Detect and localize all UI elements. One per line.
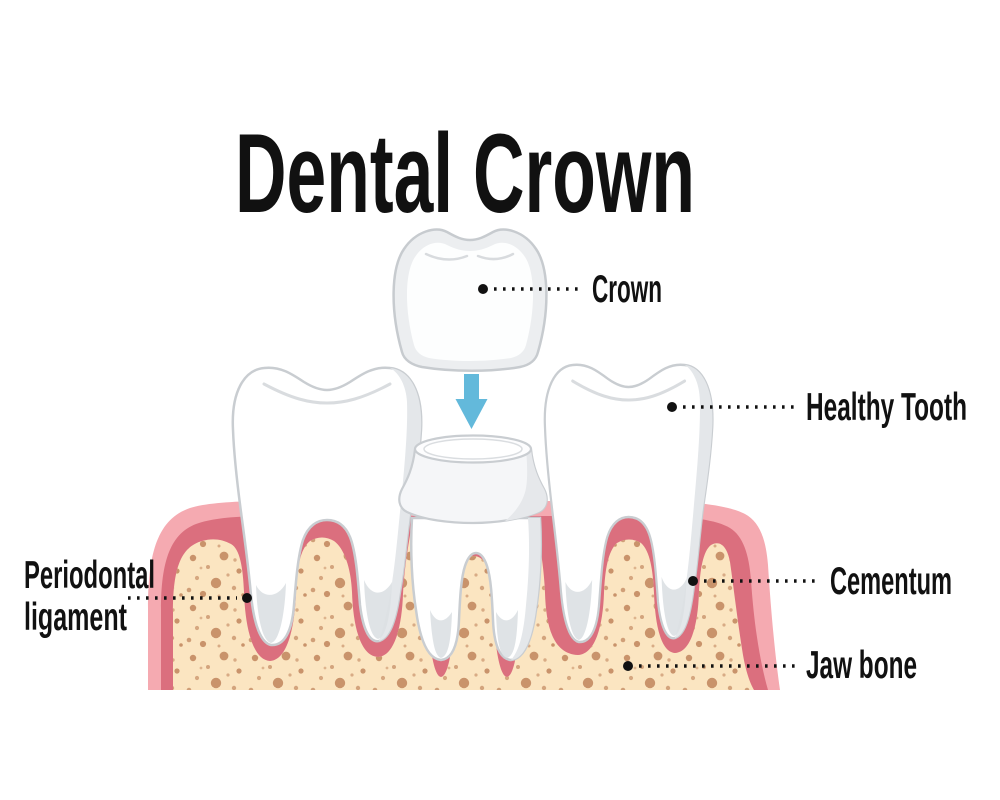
- jaw: [148, 501, 780, 690]
- jaw-bone-leader-dot: [623, 661, 633, 671]
- crown-label: Crown: [592, 268, 662, 311]
- periodontal-ligament-label-line2: ligament: [24, 596, 127, 639]
- crown-cap: [392, 228, 548, 372]
- prepared-tooth-stub: [398, 434, 548, 525]
- crown-leader-dot: [478, 284, 488, 294]
- cementum-label: Cementum: [830, 560, 952, 603]
- cementum-leader-dot: [688, 576, 698, 586]
- prepared-tooth-root: [409, 516, 543, 662]
- annotations: Crown Healthy Tooth Periodontal ligament…: [24, 268, 967, 687]
- healthy-tooth-leader-dot: [667, 402, 677, 412]
- down-arrow-icon: [455, 374, 488, 429]
- jaw-bone-label: Jaw bone: [806, 644, 917, 687]
- periodontal-ligament-label-line1: Periodontal: [24, 554, 155, 597]
- bone-speckles: [173, 519, 754, 690]
- periodontal-leader-dot: [242, 593, 252, 603]
- healthy-tooth-label: Healthy Tooth: [806, 386, 967, 429]
- page-title: Dental Crown: [235, 111, 695, 236]
